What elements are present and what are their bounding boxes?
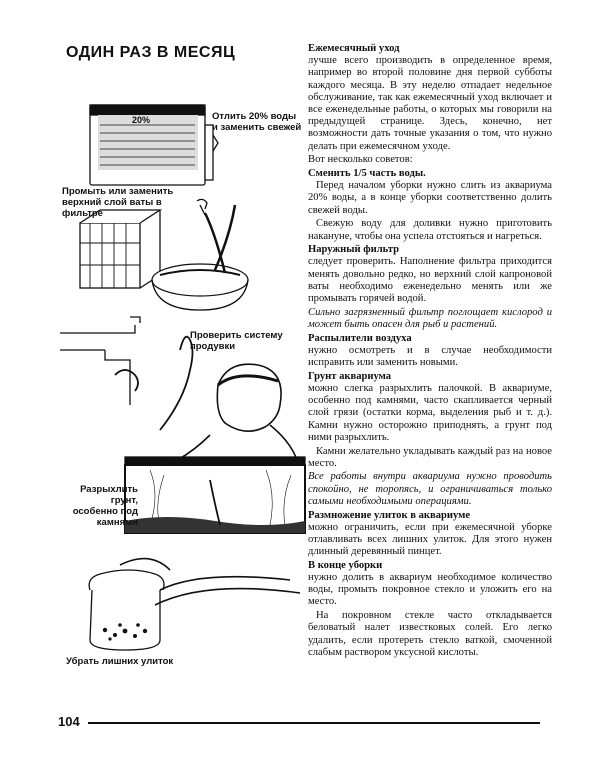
heading-water-change: Сменить 1/5 часть воды. [308, 168, 426, 180]
label-gravel: Разрыхлить грунт, особенно под камнями [72, 484, 138, 528]
snail-jar-drawing [88, 557, 301, 651]
paragraph: нужно осмотреть и в случае необходимости… [308, 344, 552, 369]
paragraph: Свежую воду для доливки нужно приготовит… [308, 218, 552, 242]
paragraph-italic: Все работы внутри аквариума нужно провод… [308, 471, 552, 507]
paragraph: Перед началом уборки нужно слить из аква… [308, 180, 552, 216]
illustration: 20% [60, 104, 306, 651]
paragraph-italic: Сильно загрязненный фильтр поглощает кис… [308, 306, 552, 330]
heading-external-filter: Наружный фильтр [308, 244, 400, 256]
heading-gravel: Грунт аквариума [308, 370, 392, 382]
paragraph: Камни желательно укладывать каждый раз н… [308, 445, 552, 469]
footer-rule [88, 722, 540, 724]
paragraph: На покровном стекле часто откладывается … [308, 610, 552, 658]
page-number: 104 [58, 714, 80, 729]
paragraph: следует проверить. Наполнение фильтра пр… [308, 256, 552, 305]
gauge-label: 20% [132, 115, 150, 125]
paragraph: Вот несколько советов: [308, 154, 413, 166]
air-system-drawing [60, 316, 194, 431]
water-tank-drawing [89, 104, 219, 186]
paragraph: нужно долить в аквариум необходимое коли… [308, 572, 552, 608]
heading-snails: Размножение улиток в аквариуме [308, 509, 471, 521]
heading-monthly-care: Ежемесячный уход [308, 43, 400, 54]
paragraph: можно слегка разрыхлить палочкой. В аква… [308, 382, 552, 443]
paragraph: можно ограничить, если при ежемесячной у… [308, 521, 552, 558]
label-snails: Убрать лишних улиток [66, 656, 174, 667]
person-drawing [139, 363, 301, 476]
filter-drawing [79, 198, 249, 311]
aquarium-drawing [124, 456, 306, 534]
label-water: Отлить 20% воды и заменить свежей [212, 111, 302, 133]
paragraph: лучше всего производить в определенное в… [308, 55, 552, 152]
label-air: Проверить систему продувки [190, 330, 283, 352]
page-title: ОДИН РАЗ В МЕСЯЦ [66, 44, 236, 61]
text-column: Ежемесячный уход лучше всего производить… [308, 42, 552, 660]
label-filter: Промыть или заменить верхний слой ваты в… [62, 186, 174, 219]
heading-end-of-cleaning: В конце уборки [308, 559, 383, 571]
heading-air-stones: Распылители воздуха [308, 332, 412, 344]
